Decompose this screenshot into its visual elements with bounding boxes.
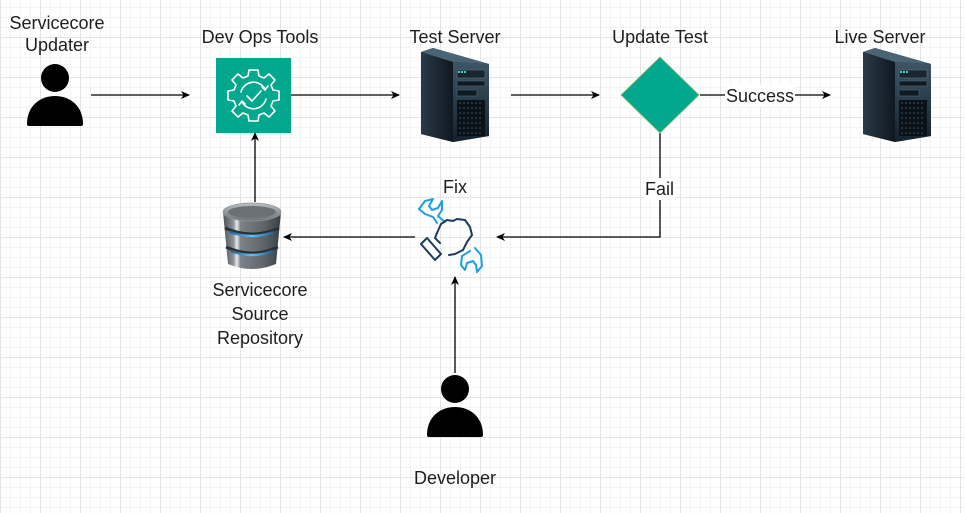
- updater-label: Servicecore Updater: [2, 12, 112, 56]
- server-tower-icon: [863, 48, 931, 142]
- person-icon: [427, 375, 483, 437]
- developer-label: Developer: [413, 468, 497, 488]
- repository-node[interactable]: [222, 202, 282, 272]
- repository-label-line3: Repository: [216, 328, 304, 348]
- live-server-node[interactable]: [861, 48, 933, 142]
- edge-update-test-to-fix[interactable]: [496, 133, 661, 241]
- update-test-label: Update Test: [612, 27, 708, 47]
- live-server-label: Live Server: [834, 27, 926, 47]
- updater-label-line2: Updater: [24, 35, 90, 55]
- test-server-node[interactable]: [419, 48, 491, 142]
- database-icon: [222, 202, 282, 269]
- test-server-label: Test Server: [409, 27, 501, 47]
- updater-node[interactable]: [26, 64, 84, 126]
- update-test-node[interactable]: [620, 56, 700, 134]
- fix-label: Fix: [443, 177, 467, 197]
- devops-label: Dev Ops Tools: [201, 27, 319, 47]
- wrench-hand-icon: [418, 198, 483, 273]
- edge-label-success: Success: [725, 85, 796, 107]
- repository-label: Servicecore Source Repository: [195, 278, 325, 350]
- updater-label-line1: Servicecore: [9, 13, 105, 33]
- repository-label-line1: Servicecore: [212, 280, 308, 300]
- devops-node[interactable]: [216, 58, 291, 133]
- gear-check-icon: [227, 69, 280, 122]
- fix-node[interactable]: [415, 198, 495, 274]
- person-icon: [27, 64, 83, 126]
- decision-diamond-icon: [620, 56, 700, 134]
- developer-node[interactable]: [426, 375, 484, 437]
- server-tower-icon: [421, 48, 489, 142]
- edge-label-fail: Fail: [644, 178, 676, 200]
- repository-label-line2: Source: [231, 304, 289, 324]
